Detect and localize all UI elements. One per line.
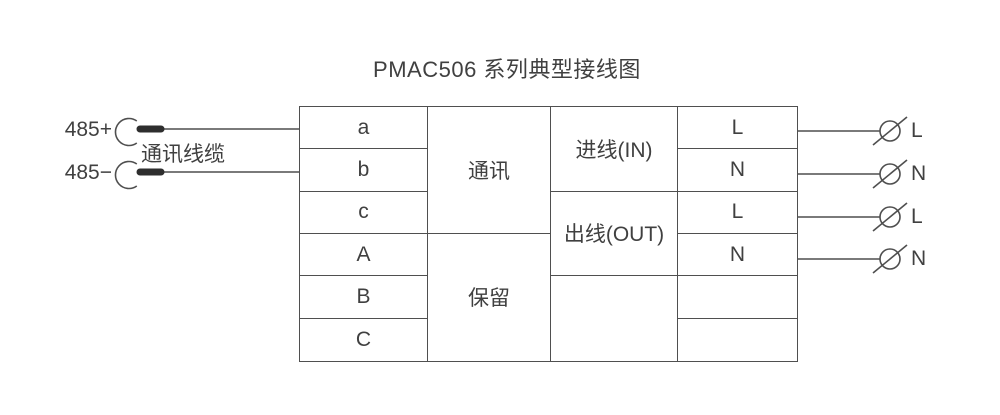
terminal-cell-3: A (300, 233, 428, 277)
line-cell-5 (678, 319, 797, 361)
line-cell-1: N (678, 149, 797, 192)
terminal-cell-0: a (300, 107, 428, 150)
output-terminal-label-1: N (911, 162, 927, 185)
terminal-cell-4: B (300, 276, 428, 319)
output-terminal-1 (798, 159, 908, 189)
function-cell-comm: 通讯 (428, 107, 551, 234)
output-terminal-label-0: L (911, 119, 923, 142)
terminal-cell-1: b (300, 149, 428, 192)
io-cell-out: 出线(OUT) (551, 191, 678, 277)
label-485-plus: 485+ (64, 118, 112, 141)
diagram-title: PMAC506 系列典型接线图 (373, 57, 641, 82)
output-terminal-0 (798, 116, 908, 146)
terminal-circle-icon (879, 248, 901, 270)
output-terminal-2 (798, 202, 908, 232)
terminal-circle-icon (879, 163, 901, 185)
terminal-table: a b c A B C 通讯 保留 进线(IN) 出线(OUT) L N L N (299, 106, 798, 362)
line-cell-0: L (678, 107, 797, 150)
line-cell-3: N (678, 234, 797, 277)
wire-ferrule-icon (136, 125, 165, 133)
terminal-slash-icon (872, 244, 908, 274)
function-cell-reserved: 保留 (428, 233, 551, 361)
label-485-minus: 485− (64, 161, 112, 184)
terminal-cell-2: c (300, 191, 428, 234)
comm-wire-485-minus (114, 160, 299, 190)
terminal-slash-icon (872, 116, 908, 146)
terminal-slash-icon (872, 202, 908, 232)
label-comm-cable: 通讯线缆 (141, 143, 225, 166)
crimp-arc-icon (114, 117, 138, 147)
line-cell-2: L (678, 192, 797, 234)
terminal-slash-icon (872, 159, 908, 189)
line-cell-4 (678, 276, 797, 319)
io-cell-empty (551, 276, 678, 361)
terminal-circle-icon (879, 206, 901, 228)
terminal-cell-5: C (300, 318, 428, 361)
wire-ferrule-icon (136, 168, 165, 176)
comm-wire-485-plus (114, 117, 299, 147)
output-terminal-label-2: L (911, 205, 923, 228)
crimp-arc-icon (114, 160, 138, 190)
output-terminal-label-3: N (911, 247, 927, 270)
io-cell-in: 进线(IN) (551, 107, 678, 192)
output-terminal-3 (798, 244, 908, 274)
terminal-circle-icon (879, 120, 901, 142)
